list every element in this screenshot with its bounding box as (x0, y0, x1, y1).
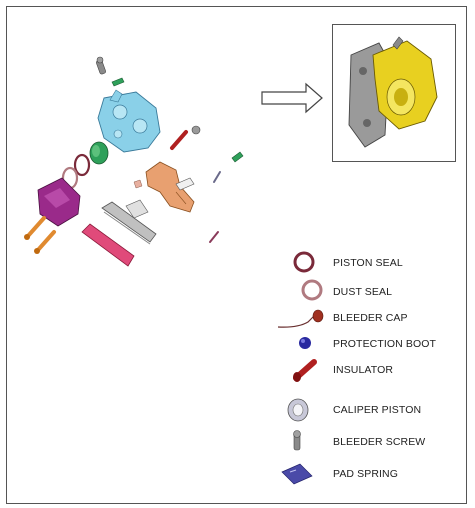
legend-label-piston-seal: PISTON SEAL (333, 257, 403, 269)
pad-spring-icon (282, 464, 312, 484)
legend-label-caliper-piston: CALIPER PISTON (333, 404, 421, 416)
legend-label-protection-boot: PROTECTION BOOT (333, 338, 436, 350)
legend-label-bleeder-screw: BLEEDER SCREW (333, 436, 425, 448)
bleeder-cap-icon (278, 310, 323, 327)
caliper-piston-icon (288, 399, 308, 421)
piston-seal-icon (295, 253, 313, 271)
legend-label-insulator: INSULATOR (333, 364, 393, 376)
protection-boot-icon (299, 337, 311, 349)
dust-seal-icon (303, 281, 321, 299)
bleeder-screw-icon (294, 431, 301, 451)
legend-label-dust-seal: DUST SEAL (333, 286, 392, 298)
legend-label-bleeder-cap: BLEEDER CAP (333, 312, 408, 324)
legend-label-pad-spring: PAD SPRING (333, 468, 398, 480)
insulator-icon (293, 362, 314, 382)
